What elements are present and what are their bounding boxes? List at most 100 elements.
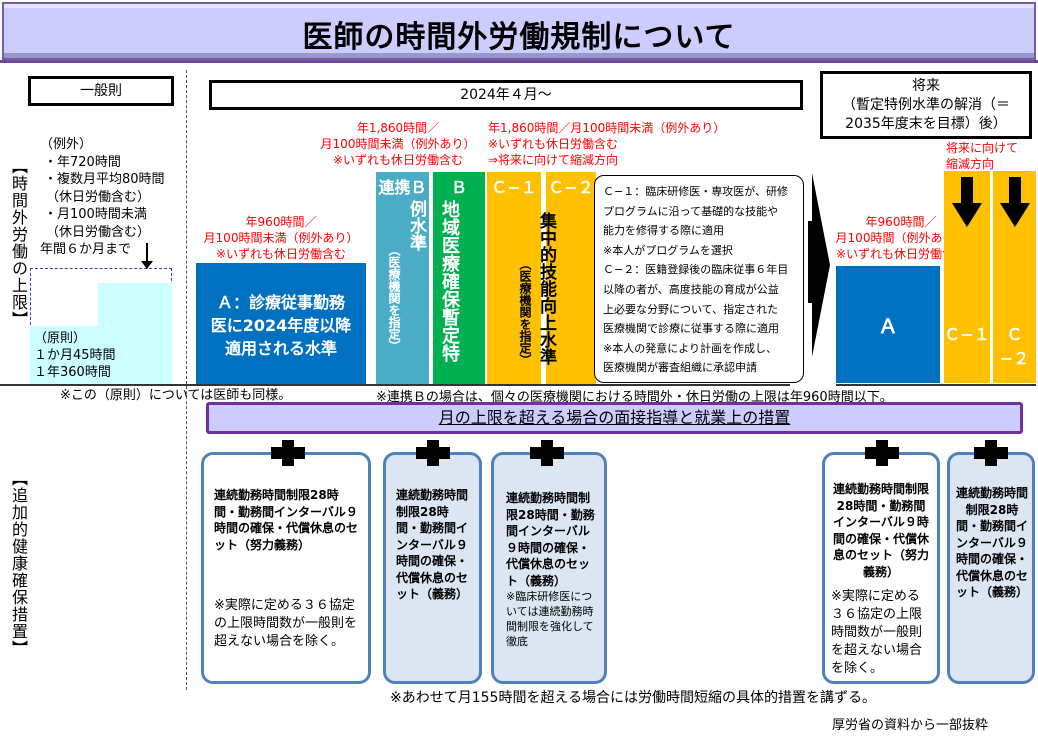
general-exceptions: （例外） ・年720時間 ・複数月平均80時間 （休日労働含む） ・月100時間… [40, 136, 165, 259]
plus-icon [865, 440, 899, 466]
level-b-block: Ｂ 地域医療確保暫定特 [433, 172, 485, 384]
health-card-note: ※実際に定める３６協定の上限時間数が一般則を超えない場合を除く。 [214, 598, 358, 649]
level-c2-block: Ｃ−２ 集中的技能向上水準 [536, 172, 596, 384]
c-vertical-text: 集中的技能向上水準 [536, 212, 556, 365]
principle-line: １年360時間 [34, 365, 111, 380]
general-principle-area [30, 326, 172, 384]
level-renkei-b-block: 連携Ｂ 例水準 （医療機関を指定） [376, 172, 429, 384]
limit-line: 年1,860時間／月100時間未満（例外あり） [488, 121, 726, 135]
section-divider [186, 70, 187, 690]
limit-line: ※いずれも休日労働含む [488, 137, 619, 151]
additional-health-label: 【追加的健康確保措置】 [9, 470, 28, 657]
future-level-c2-block: Ｃ−２ [993, 171, 1036, 383]
future-header-line3: 2035年度末を目標）後） [845, 116, 1007, 132]
future-c2-label: Ｃ−２ [999, 325, 1030, 368]
c-description-box: Ｃ−１：臨床研修医・専攻医が、研修 プログラムに沿って基礎的な技能や 能力を修得… [594, 175, 804, 383]
exception-line: （休日労働含む） [46, 189, 151, 205]
future-header: 将来 （暫定特例水準の解消（＝ 2035年度末を目標）後） [820, 71, 1032, 139]
health-card-main: 連続勤務時間制限28時間・勤務間インターバル９時間の確保・代償休息のセット（努力… [214, 488, 359, 552]
future-reduce-note: 将来に向けて 縮減方向 [946, 140, 1018, 172]
health-card-renkei-b: 連続勤務時間制限28時間・勤務間インターバル９時間の確保・代償休息のセット（義務… [383, 452, 482, 684]
reduce-line: 縮減方向 [946, 157, 995, 171]
level-a-label-line: Ａ：診療従事勤務 [216, 293, 345, 312]
general-principle: （原則） １か月45時間 １年360時間 [34, 330, 116, 381]
future-level-c1-block: Ｃ−１ [944, 171, 990, 383]
c-sub: （医療機関を指定） [518, 258, 532, 366]
title-underline [0, 60, 1038, 63]
interview-guidance-text: 月の上限を超える場合の面接指導と就業上の措置 [438, 408, 791, 427]
health-card-level-c: 連続勤務時間制限28時間・勤務間インターバル９時間の確保・代償休息のセット（義務… [491, 452, 607, 684]
principle-line: １か月45時間 [34, 348, 116, 363]
principle-line: （原則） [34, 331, 87, 346]
renkei-b-sub: （医療機関を指定） [387, 244, 401, 352]
principle-note: ※この（原則）については医師も同様。 [60, 388, 292, 403]
page-title: 医師の時間外労働規制について [302, 20, 736, 55]
c1-heading: Ｃ−１ [491, 178, 537, 197]
health-card-future-a: 連続勤務時間制限28時間・勤務間インターバル９時間の確保・代償休息のセット（努力… [822, 452, 940, 684]
c-description-line: プログラムに沿って基礎的な技能や [603, 204, 779, 218]
transition-arrow-icon [808, 173, 830, 357]
c-description-line: 以降の者が、高度技能の育成が公益 [603, 282, 779, 296]
level-a-limit: 年960時間／ 月100時間未満（例外あり） ※いずれも休日労働含む [196, 214, 366, 262]
health-card-main: 連続勤務時間制限28時間・勤務間インターバル９時間の確保・代償休息のセット（義務… [956, 486, 1029, 599]
limit-line: 年960時間／ [865, 215, 937, 229]
limit-line: ※いずれも休日労働含む [835, 247, 967, 261]
limit-line: 月100時間（例外あり） [835, 231, 967, 245]
health-card-main: 連続勤務時間制限28時間・勤務間インターバル９時間の確保・代償休息のセット（義務… [396, 488, 469, 601]
down-arrow-head-icon [141, 261, 153, 269]
reduce-line: 将来に向けて [946, 141, 1019, 155]
exception-line: ・年720時間 [44, 154, 121, 170]
general-principle-step [98, 283, 172, 328]
renkei-b-heading: 連携Ｂ [378, 178, 427, 197]
level-b-limit: 年1,860時間／ 月100時間未満（例外あり） ※いずれも休日労働含む [318, 120, 478, 168]
down-arrow-icon [952, 177, 982, 227]
b-heading: Ｂ [450, 178, 467, 197]
april-2024-header: 2024年４月～ [209, 80, 803, 110]
b-vertical-text: 地域医療確保暫定特 [439, 200, 460, 362]
exception-line: ・複数月平均80時間 [44, 172, 165, 187]
level-c1-block: Ｃ−１ （医療機関を指定） [487, 172, 541, 384]
plus-icon [271, 440, 305, 466]
limit-line: 年960時間／ [245, 215, 317, 229]
c-description-line: Ｃ−１：臨床研修医・専攻医が、研修 [603, 185, 788, 198]
future-header-line1: 将来 [912, 78, 940, 94]
health-card-note: ※実際に定める３６協定の上限時間数が一般則を超えない場合を除く。 [831, 589, 923, 676]
limit-line: 月100時間未満（例外あり） [320, 137, 476, 151]
source-note: 厚労省の資料から一部抜粋 [832, 718, 989, 733]
future-c1-label: Ｃ−１ [944, 325, 990, 344]
baseline [0, 384, 190, 386]
c-description-line: 上必要な分野について、指定された [603, 302, 779, 316]
level-c-limit: 年1,860時間／月100時間未満（例外あり） ※いずれも休日労働含む ⇒将来に… [488, 120, 748, 168]
c-description-line: 医療機関が審査組織に承認申請 [603, 361, 757, 375]
general-rule-header: 一般則 [28, 76, 174, 106]
plus-icon [416, 440, 450, 466]
level-a-label-line: 医に2024年度以降 [210, 316, 352, 335]
plus-icon [530, 440, 564, 466]
future-header-line2: （暫定特例水準の解消（＝ [842, 97, 1010, 113]
future-level-a-block: Ａ [836, 266, 940, 383]
interview-guidance-banner: 月の上限を超える場合の面接指導と就業上の措置 [206, 402, 1023, 434]
renkei-b-note: ※連携Ｂの場合は、個々の医療機関における時間外・休日労働の上限は年960時間以下… [376, 390, 893, 405]
overtime-limit-label: 【時間外労働の上限】 [9, 158, 28, 328]
baseline [836, 384, 1036, 386]
limit-line: 年1,860時間／ [356, 121, 440, 135]
c-description-line: 医療機関で診療に従事する際に適用 [603, 322, 779, 336]
exception-line: （例外） [40, 137, 93, 152]
baseline [190, 384, 790, 386]
health-card-level-a: 連続勤務時間制限28時間・勤務間インターバル９時間の確保・代償休息のセット（努力… [201, 452, 371, 684]
future-a-limit: 年960時間／ 月100時間（例外あり） ※いずれも休日労働含む [826, 214, 976, 262]
c2-heading: Ｃ−２ [548, 178, 594, 197]
health-card-main: 連続勤務時間制限28時間・勤務間インターバル９時間の確保・代償休息のセット（義務… [506, 491, 595, 588]
renkei-b-vertical-text: 例水準 [406, 200, 426, 251]
down-arrow-icon [146, 243, 148, 263]
c-description-line: Ｃ−２：医籍登録後の臨床従事６年目 [603, 263, 789, 277]
limit-line: 月100時間未満（例外あり） [203, 231, 359, 245]
note-155-hours: ※あわせて月155時間を超える場合には労働時間短縮の具体的措置を講ずる。 [390, 690, 877, 706]
c-description-line: ※本人がプログラムを選択 [603, 243, 733, 257]
level-a-block: Ａ：診療従事勤務 医に2024年度以降 適用される水準 [196, 263, 366, 384]
health-card-future-c: 連続勤務時間制限28時間・勤務間インターバル９時間の確保・代償休息のセット（義務… [947, 452, 1035, 684]
title-banner: 医師の時間外労働規制について [2, 2, 1036, 60]
limit-line: ⇒将来に向けて縮減方向 [488, 153, 619, 167]
exception-line: ・月100時間未満 [44, 207, 147, 222]
c-description-line: 能力を修得する際に適用 [603, 224, 724, 238]
